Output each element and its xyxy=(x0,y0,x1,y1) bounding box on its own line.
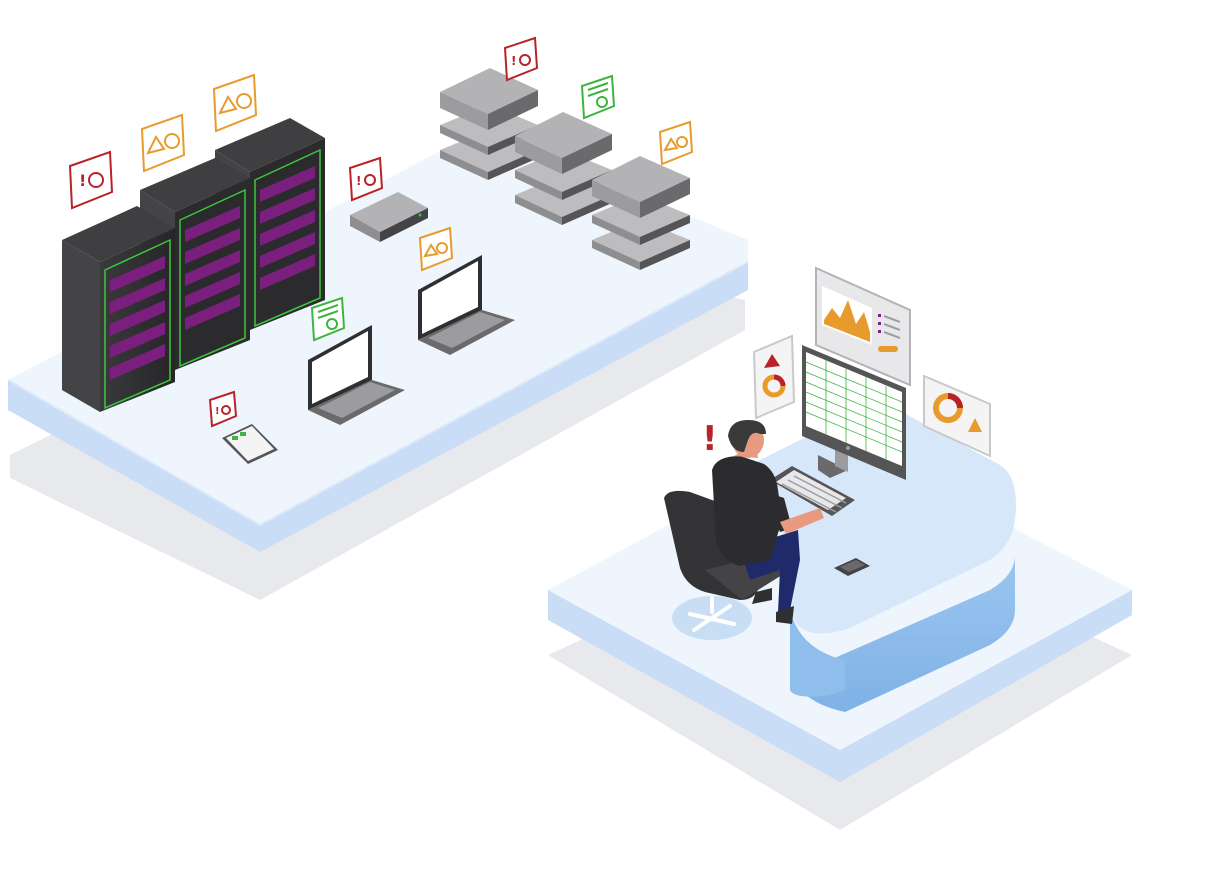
certificate-icon xyxy=(212,73,258,133)
certificate-icon xyxy=(580,74,616,120)
desk xyxy=(740,400,1016,712)
server-rack-icon xyxy=(215,118,325,330)
exclamation-icon: ! xyxy=(511,54,516,68)
chart-panel-icon xyxy=(923,374,991,458)
exclamation-icon: ! xyxy=(356,174,361,188)
desk-front xyxy=(790,555,1015,712)
tablet-icon xyxy=(222,424,278,464)
server-stack-icon xyxy=(515,112,612,225)
warning-icon xyxy=(968,418,982,432)
chart-panel-icon xyxy=(752,334,796,420)
certificate-icon xyxy=(658,120,694,166)
desk-top xyxy=(740,400,1016,634)
exclamation-icon: ! xyxy=(702,419,718,459)
phone-icon xyxy=(834,558,870,576)
server-racks xyxy=(62,118,325,412)
server-stack-icon xyxy=(440,68,538,180)
certificate-icon xyxy=(310,296,346,342)
exclamation-icon: ! xyxy=(215,406,220,417)
certificate-icon xyxy=(418,226,454,272)
certificate-icon: ! xyxy=(348,156,384,202)
certificate-icon: ! xyxy=(503,36,539,82)
laptop-icon xyxy=(418,255,515,355)
warning-icon xyxy=(146,135,166,155)
server-rack-icon xyxy=(62,206,175,412)
laptop-icon xyxy=(308,325,405,425)
certificate-icon xyxy=(140,113,186,173)
certificate-icon: ! xyxy=(68,150,114,210)
certificate-icon: ! xyxy=(208,390,238,428)
chart-panel-icon xyxy=(815,266,911,387)
warning-icon xyxy=(663,137,679,152)
exclamation-icon: ! xyxy=(79,171,86,190)
server-stack-icon xyxy=(592,156,690,270)
warning-icon xyxy=(423,243,439,258)
router-icon xyxy=(350,192,428,242)
warning-icon xyxy=(218,95,238,115)
monitor-icon xyxy=(802,345,906,480)
warning-icon xyxy=(764,354,780,368)
certificates: ! ! xyxy=(68,36,694,428)
left-platform xyxy=(7,130,749,600)
server-stacks xyxy=(440,68,690,270)
keyboard xyxy=(770,466,855,516)
left-platform-top xyxy=(8,130,748,525)
person: ! xyxy=(702,419,824,624)
